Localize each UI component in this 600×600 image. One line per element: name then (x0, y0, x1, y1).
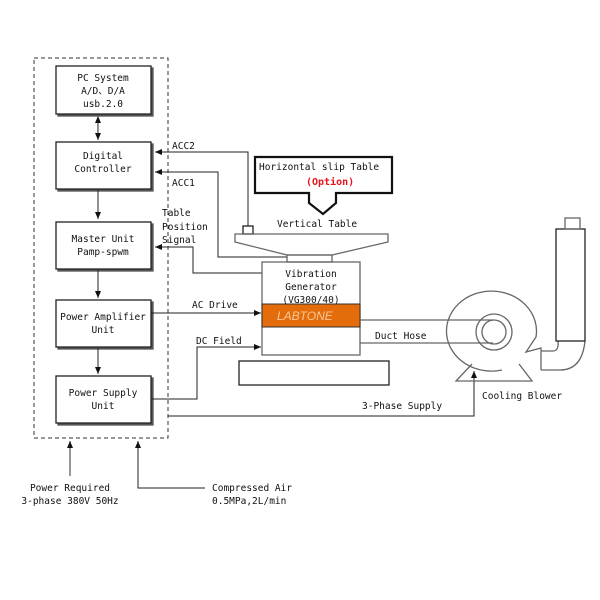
acc1-signal-line (155, 169, 287, 258)
three-phase-supply-line (168, 371, 477, 417)
vibration-generator-model: (VG300/40) (282, 295, 339, 306)
blower-exhaust-elbow (541, 340, 586, 371)
table-position-label-1: Table (162, 208, 191, 219)
power-required-label: Power Required (30, 483, 110, 494)
vertical-table-label: Vertical Table (277, 219, 357, 230)
digital-controller-label-1: Digital (83, 151, 123, 162)
vibration-generator-label-2: Generator (285, 282, 337, 293)
blower-inner-ring (481, 319, 507, 345)
option-label: (Option) (306, 176, 354, 188)
power-supply-label-2: Unit (92, 401, 115, 412)
acc2-label: ACC2 (172, 141, 195, 152)
pc-system-box: PC System A/D、D/A usb.2.0 (55, 65, 152, 115)
power-supply-box: Power Supply Unit (55, 375, 152, 424)
exhaust-stack (555, 228, 586, 342)
blower-outer-ring (475, 313, 513, 351)
pc-system-usb-label: usb.2.0 (83, 99, 123, 110)
vertical-table-shape (234, 233, 389, 256)
acc1-label: ACC1 (172, 178, 195, 189)
acc2-signal-line (155, 149, 249, 226)
brand-logo-text: LABTONE (277, 309, 334, 323)
table-position-signal-line (155, 244, 262, 274)
vibration-generator-label-1: Vibration (285, 269, 336, 280)
compressed-air-spec-label: 0.5MPa,2L/min (212, 496, 286, 507)
control-cabinet-border (33, 57, 169, 439)
dc-field-label: DC Field (196, 336, 242, 347)
duct-hose-label: Duct Hose (375, 331, 427, 342)
table-position-label-2: Position (162, 222, 208, 233)
power-amplifier-box: Power Amplifier Unit (55, 299, 152, 348)
master-unit-label-1: Master Unit (72, 234, 135, 245)
horizontal-slip-table-callout (253, 155, 394, 216)
exhaust-stack-cap (564, 217, 581, 230)
accelerometer-sensor (242, 225, 254, 235)
compressed-air-arrow (135, 441, 205, 489)
power-spec-label: 3-phase 380V 50Hz (21, 496, 118, 507)
ac-drive-label: AC Drive (192, 300, 238, 311)
vibration-generator: Vibration Generator (VG300/40) LABTONE (261, 261, 361, 356)
master-unit-box: Master Unit Pamp-spwm (55, 221, 152, 270)
digital-controller-label-2: Controller (74, 164, 131, 175)
master-unit-label-2: Pamp-spwm (77, 247, 129, 258)
pc-system-label: PC System (77, 73, 129, 84)
pc-system-io-label: A/D、D/A (81, 86, 125, 97)
power-supply-label-1: Power Supply (69, 388, 138, 399)
table-position-label-3: Signal (162, 235, 196, 246)
cooling-blower-label: Cooling Blower (482, 391, 562, 402)
power-amplifier-label-1: Power Amplifier (60, 312, 146, 323)
generator-base (238, 360, 390, 386)
blower-feet (454, 363, 534, 382)
compressed-air-label: Compressed Air (212, 483, 292, 494)
dc-field-line (151, 344, 261, 400)
power-amplifier-label-2: Unit (92, 325, 115, 336)
horizontal-slip-table-label: Horizontal slip Table (259, 162, 379, 173)
cooling-blower (445, 217, 586, 382)
three-phase-supply-label: 3-Phase Supply (362, 401, 442, 412)
labtone-band (261, 303, 361, 328)
table-neck (286, 254, 333, 263)
digital-controller-box: Digital Controller (55, 141, 152, 190)
